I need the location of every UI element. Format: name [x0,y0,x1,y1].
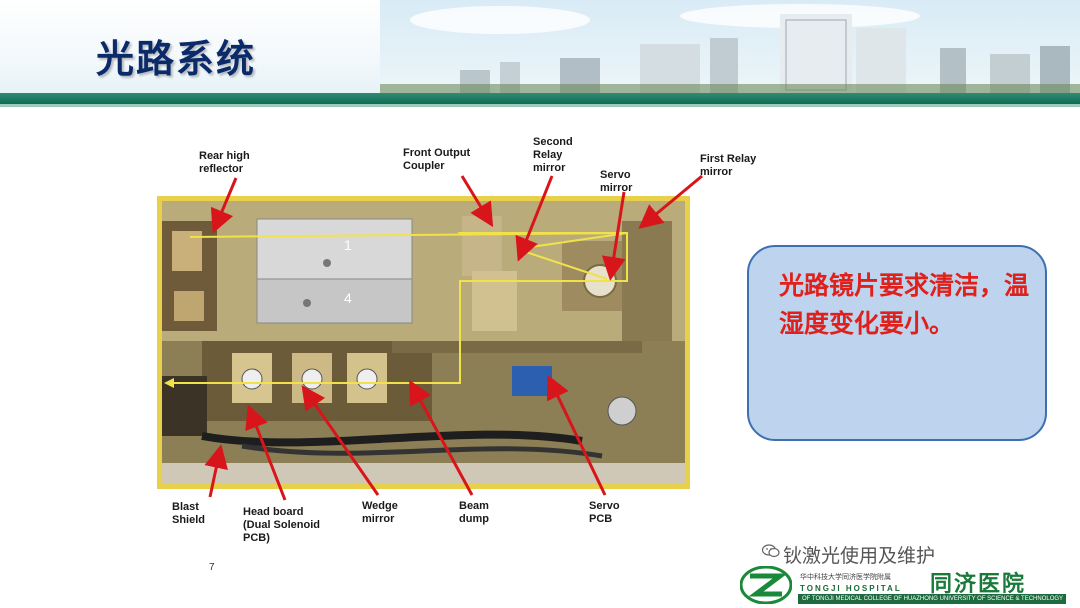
label-beam-dump: Beam dump [459,500,489,525]
hospital-name-cn: 同济医院 [930,571,1027,597]
hospital-logo-icon [740,566,792,604]
wechat-account-name: 钬激光使用及维护 [783,545,936,567]
header-band-accent [0,104,1080,107]
label-second-relay-mirror: Second Relay mirror [533,136,573,174]
rod-label-1: 1 [344,237,352,253]
label-blast-shield: Blast Shield [172,501,206,526]
beam-arrow-icon [164,378,174,388]
arrow-first-relay-mirror [638,174,703,229]
label-servo-pcb: Servo PCB [589,500,620,525]
arrow-rear-high-reflector [210,177,238,234]
arrow-head-board [245,404,287,501]
label-rear-high-reflector: Rear high reflector [199,150,250,175]
header-band [0,93,1080,104]
label-front-output-coupler: Front Output Coupler [403,147,471,172]
slide-title: 光路系统 [96,37,257,81]
label-servo-mirror: Servo mirror [600,169,633,194]
cleanliness-callout: 光路镜片要求清洁，温湿度变化要小。 [747,245,1047,441]
arrow-servo-mirror [601,191,626,281]
rod-label-4: 4 [344,290,352,306]
hospital-name-en: TONGJI HOSPITAL [800,584,902,593]
arrow-wedge-mirror [301,385,380,496]
arrow-blast-shield [204,444,228,498]
arrow-servo-pcb [546,374,607,496]
arrow-front-output-coupler [460,175,494,228]
arrow-beam-dump [409,379,474,496]
beam-path [172,232,628,384]
arrow-second-relay-mirror [515,175,554,262]
laser-optics-photo: 1 4 [162,201,685,484]
university-name-cn: 华中科技大学同济医学院附属 [800,574,891,581]
label-first-relay-mirror: First Relay mirror [700,153,757,178]
callout-text: 光路镜片要求清洁，温湿度变化要小。 [779,271,1030,338]
wechat-icon [762,544,780,558]
page-number: 7 [209,562,215,573]
university-name-en: OF TONGJI MEDICAL COLLEGE OF HUAZHONG UN… [798,594,1066,604]
label-head-board: Head board (Dual Solenoid PCB) [243,506,320,544]
label-wedge-mirror: Wedge mirror [362,500,398,525]
